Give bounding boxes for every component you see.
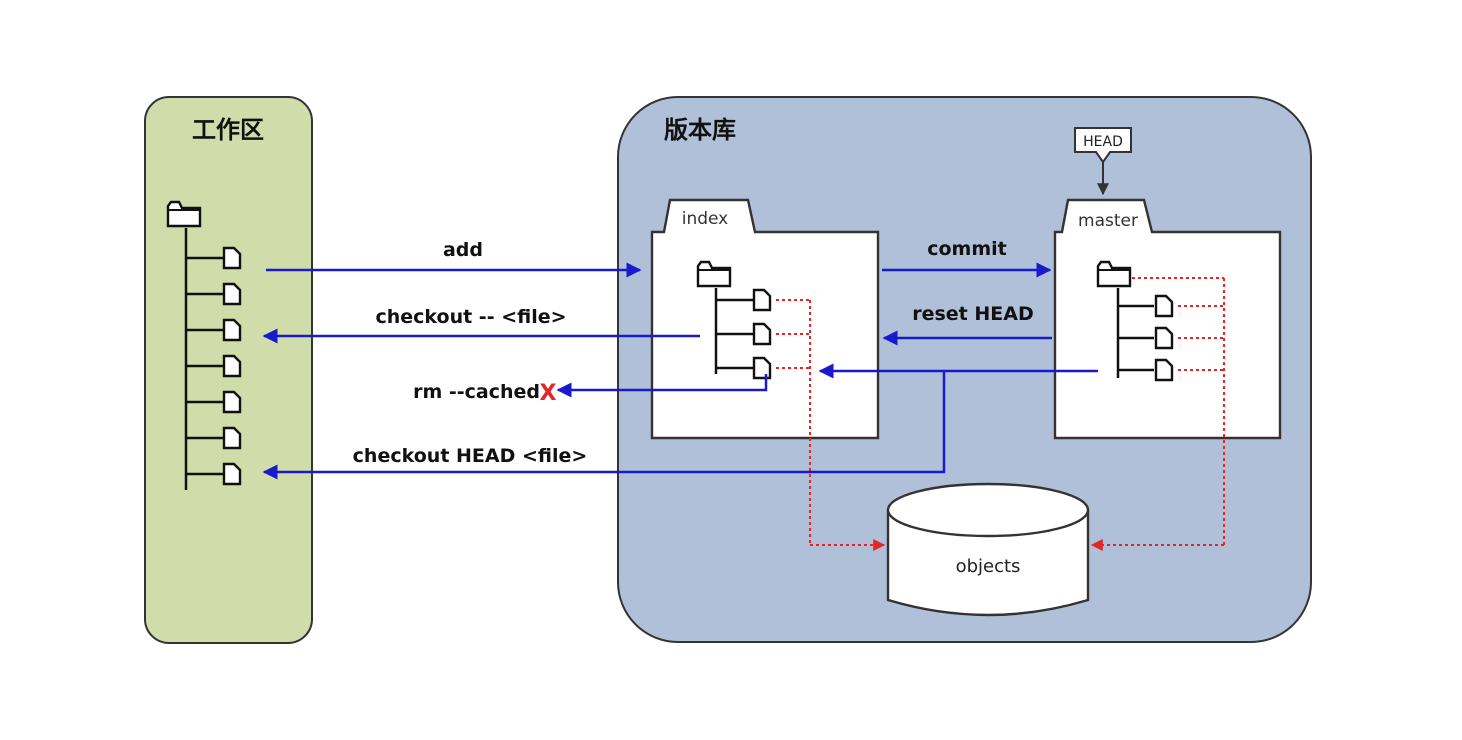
- head-label: HEAD: [1083, 134, 1123, 150]
- workspace-file-icon: [222, 462, 242, 486]
- repository-panel: 版本库 index master HEAD: [617, 96, 1312, 643]
- reset-head-label: reset HEAD: [912, 303, 1034, 325]
- master-file-icon: [1154, 358, 1174, 382]
- index-object-links: [776, 299, 886, 551]
- repository-title: 版本库: [664, 116, 736, 144]
- workspace-file-icon: [222, 426, 242, 450]
- index-file-icon: [752, 322, 772, 346]
- checkout-file-label: checkout -- <file>: [375, 306, 566, 328]
- workspace-file-icon: [222, 318, 242, 342]
- master-box: master: [1053, 198, 1282, 440]
- workspace-folder-icon: [166, 200, 202, 228]
- master-file-icon: [1154, 294, 1174, 318]
- master-file-icon: [1154, 326, 1174, 350]
- rm-cached-label: rm --cached: [413, 381, 540, 403]
- objects-database-icon: objects: [886, 482, 1090, 617]
- rm-cached-x-mark: X: [540, 381, 557, 406]
- workspace-title: 工作区: [192, 116, 264, 144]
- add-label: add: [443, 239, 483, 261]
- workspace-file-icon: [222, 246, 242, 270]
- workspace-file-icon: [222, 390, 242, 414]
- workspace-file-icon: [222, 282, 242, 306]
- object-links: [776, 277, 1225, 551]
- index-file-icon: [752, 288, 772, 312]
- head-pointer: HEAD: [1074, 127, 1132, 196]
- command-arrows: add checkout -- <file> rm --cached X com…: [262, 238, 1098, 480]
- master-folder-icon: [1096, 260, 1132, 288]
- workspace-file-icon: [222, 354, 242, 378]
- index-label: index: [682, 209, 729, 229]
- master-object-links: [1090, 277, 1225, 551]
- checkout-head-file-label: checkout HEAD <file>: [353, 445, 588, 467]
- index-box: index: [650, 198, 880, 440]
- index-file-icon: [752, 356, 772, 380]
- index-folder-icon: [696, 260, 732, 288]
- commit-label: commit: [927, 238, 1007, 260]
- master-label: master: [1078, 211, 1138, 231]
- file-icons: [186, 246, 1174, 486]
- objects-label: objects: [956, 556, 1021, 577]
- workspace-tree: [166, 200, 202, 490]
- checkout-head-file-arrow: [262, 371, 946, 480]
- rm-cached-arrow: [556, 374, 768, 398]
